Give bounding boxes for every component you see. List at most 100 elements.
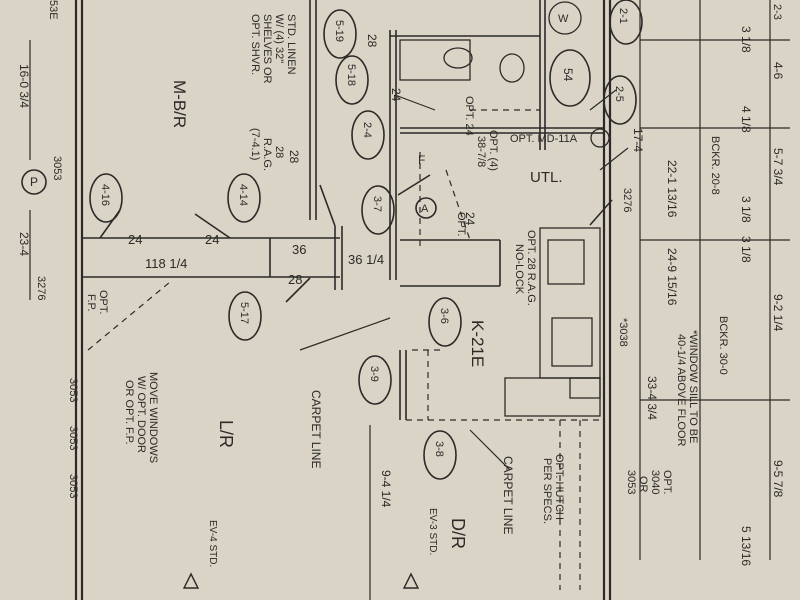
callout-bubble [89, 173, 123, 223]
dimension-label: 23-4 [17, 232, 31, 256]
note-text: (7-4.1) [249, 128, 261, 160]
note-text: CARPET LINE [501, 456, 515, 534]
callout-number: 2-3 [771, 4, 783, 20]
callout-bubble [323, 9, 357, 59]
dimension-label: 9-5 7/8 [771, 460, 785, 498]
room-label-utility: UTL. [530, 169, 563, 186]
dimension-label: 9-4 1/4 [379, 470, 393, 508]
note-text: 53E [47, 0, 59, 20]
note-text: 3053 [51, 156, 63, 180]
note-text: OPT. [661, 470, 673, 494]
note-text: P [30, 175, 38, 189]
note-text: OPT. 24 [463, 96, 475, 136]
kitchen-counters [504, 227, 601, 417]
note-text: BCKR. 30-0 [717, 316, 729, 375]
callout-number: 2-1 [617, 8, 629, 24]
note-text: 3053 [625, 470, 637, 494]
dimension-label: 28 [287, 150, 301, 164]
callout-bubble [228, 291, 262, 341]
note-text: BCKR. 20-8 [709, 136, 721, 195]
note-text: OPT. (4) [487, 130, 499, 171]
note-text: OPT. [455, 212, 467, 236]
callout-number: 4-16 [99, 184, 111, 206]
dimension-label: 3 1/8 [739, 26, 753, 53]
note-text: 38-7/8 [475, 136, 487, 167]
dimension-label: 33-4 3/4 [645, 376, 659, 420]
callout-bubble [335, 55, 369, 105]
note-text: *WINDOW SILL TO BE [687, 330, 699, 444]
note-text: A [421, 203, 429, 215]
callout-bubbles [21, 0, 643, 480]
note-text: STD. LINEN [285, 14, 297, 75]
bath-fixtures [399, 1, 610, 148]
note-text: 3053 [67, 426, 79, 450]
note-text: *3038 [617, 318, 629, 347]
dimension-label: 3 1/8 [739, 196, 753, 223]
interior-walls [82, 0, 605, 420]
dimension-label: 17-4 [631, 128, 645, 152]
note-text: EV-4 STD. [207, 520, 218, 567]
note-text: F [418, 153, 425, 167]
callout-bubble [428, 297, 462, 347]
dimension-label: 36 [292, 242, 306, 257]
callout-number: 3-6 [438, 308, 450, 324]
callout-bubble [361, 185, 395, 235]
note-text: OPT. MD-11A [510, 133, 578, 145]
note-text: R.A.G. [261, 138, 273, 171]
callout-number: 3-9 [368, 366, 380, 382]
dimension-label: 16-0 3/4 [17, 64, 31, 108]
callout-number: 5-17 [238, 302, 250, 324]
callout-bubble [549, 49, 591, 107]
dimension-label: 24 [128, 232, 142, 247]
note-text: NO-LOCK [513, 244, 525, 295]
callout-bubble [415, 197, 437, 219]
dimension-label: 28 [288, 272, 302, 287]
callout-bubble [227, 173, 261, 223]
note-text: EV-3 STD. [427, 508, 438, 555]
dimension-label: 24 [463, 212, 477, 226]
note-text: 3276 [35, 276, 47, 300]
note-text: CARPET LINE [309, 390, 323, 468]
dimension-label: 9-2 1/4 [771, 294, 785, 332]
callout-number: 3-8 [433, 441, 445, 457]
note-text: 40-1/4 ABOVE FLOOR [675, 334, 687, 447]
room-label-master-bedroom: M-B/R [170, 80, 189, 128]
callout-number: 5-19 [333, 20, 345, 42]
note-text: F.P. [85, 294, 97, 312]
callout-number: 54 [561, 68, 575, 82]
dimension-label: 24 [205, 232, 219, 247]
dimension-label: 22-1 13/16 [665, 160, 679, 218]
callout-number: 2-5 [613, 86, 625, 102]
note-text: PER SPECS. [541, 458, 553, 524]
note-text: 3040 [649, 470, 661, 494]
dimension-label: 24 [389, 88, 403, 102]
dimension-label: 4 1/8 [739, 106, 753, 133]
note-text: SHELVES OR [261, 14, 273, 84]
dimension-label: 36 1/4 [348, 252, 384, 267]
dimension-label: 118 1/4 [145, 256, 187, 271]
room-label-dining: D/R [448, 518, 468, 549]
note-text: OPT. SHVR. [249, 14, 261, 75]
note-text: 3276 [621, 188, 633, 212]
callout-number: 3-7 [371, 196, 383, 212]
callout-bubble [609, 0, 643, 45]
callout-number: 2-4 [361, 122, 373, 138]
note-text: OR OPT. F.P. [123, 380, 135, 445]
room-label-kitchen: K-21E [468, 320, 487, 367]
dimension-label: 3 1/8 [739, 236, 753, 263]
note-text: OPT. HUTCH [553, 454, 565, 520]
note-text: OPT. [97, 290, 109, 314]
dimension-label: 24-9 15/16 [665, 248, 679, 306]
note-text: 3053 [67, 378, 79, 402]
note-text: OPT. 28 R.A.G. [525, 230, 537, 306]
callout-bubble [423, 430, 457, 480]
leader-lines [299, 89, 629, 471]
note-text: W/ (4) 32" [273, 14, 285, 63]
note-text: 3053 [67, 474, 79, 498]
callout-bubble [358, 355, 392, 405]
dimension-label: 28 [365, 34, 379, 48]
callout-bubble [603, 75, 637, 125]
